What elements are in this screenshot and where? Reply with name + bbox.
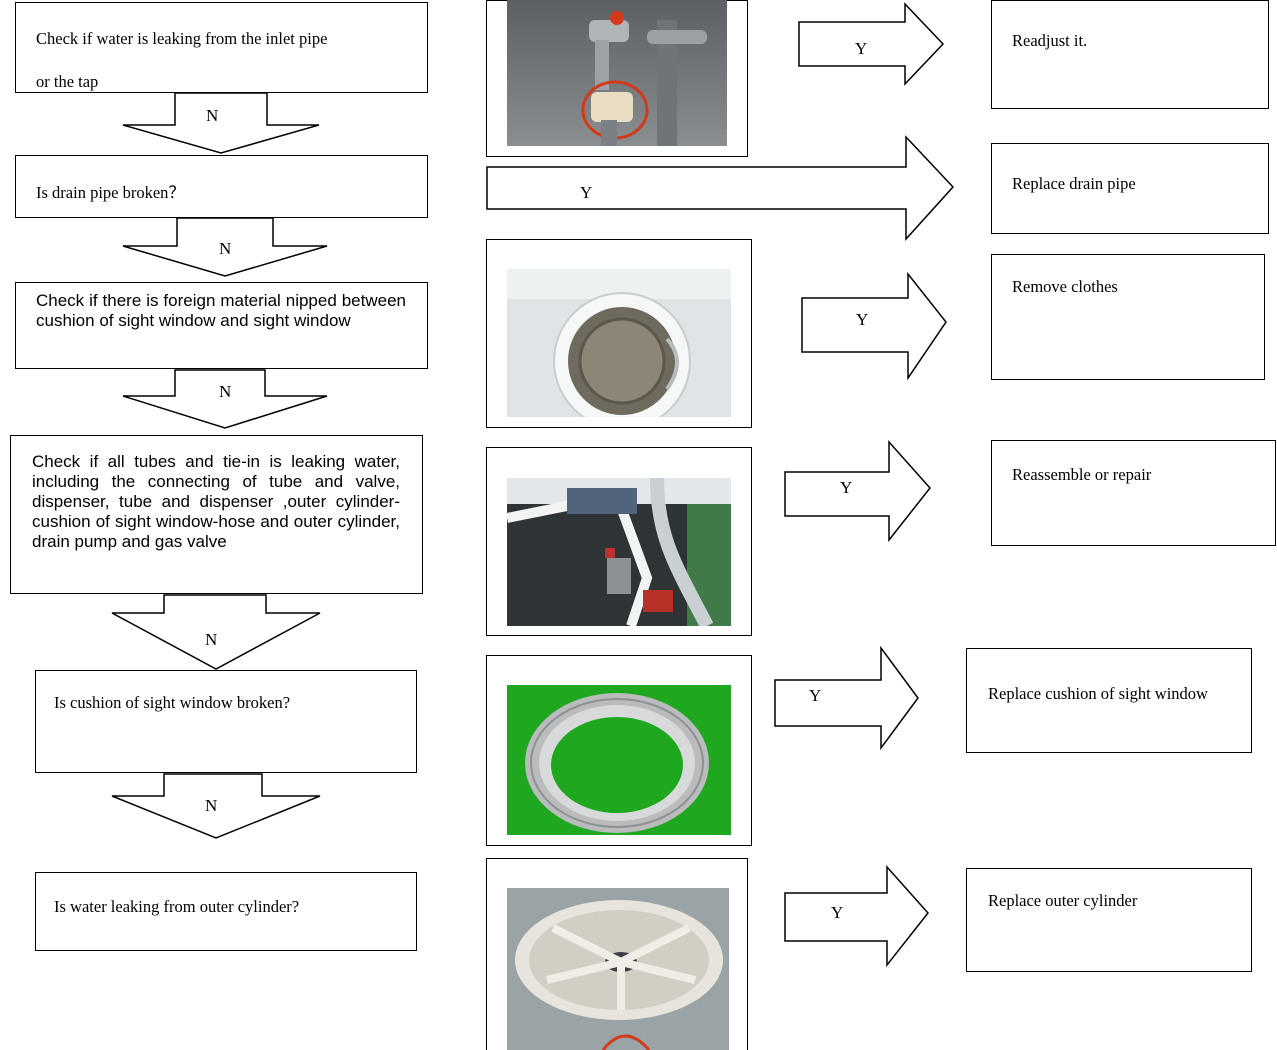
question-box-2: Is drain pipe broken？ xyxy=(15,155,428,218)
no-label-1: N xyxy=(206,106,219,125)
down-arrow-1 xyxy=(122,92,320,154)
action-text-2: Replace drain pipe xyxy=(1012,174,1136,193)
cushion-photo-frame xyxy=(486,655,752,846)
no-label-4: N xyxy=(205,630,218,649)
question-text-2: Is drain pipe broken？ xyxy=(36,183,185,202)
action-box-2: Replace drain pipe xyxy=(991,143,1269,234)
no-label-3: N xyxy=(219,382,232,401)
yes-label-3: Y xyxy=(856,310,869,329)
yes-arrow-6 xyxy=(784,865,929,968)
action-box-3: Remove clothes xyxy=(991,254,1265,380)
yes-arrow-3 xyxy=(801,271,947,381)
no-label-5: N xyxy=(205,796,218,815)
action-text-3: Remove clothes xyxy=(1012,277,1118,296)
no-label-2: N xyxy=(219,239,232,258)
yes-label-4: Y xyxy=(840,478,853,497)
yes-label-2: Y xyxy=(580,183,593,202)
question-box-4: Check if all tubes and tie-in is leaking… xyxy=(10,435,423,594)
sight-window-photo-frame xyxy=(486,239,752,428)
yes-arrow-2 xyxy=(486,135,955,241)
yes-label-6: Y xyxy=(831,903,844,922)
yes-label-5: Y xyxy=(809,686,822,705)
yes-label-1: Y xyxy=(855,39,868,58)
question-text-1: Check if water is leaking from the inlet… xyxy=(36,29,328,48)
action-box-6: Replace outer cylinder xyxy=(966,868,1252,972)
down-arrow-5 xyxy=(111,773,321,839)
outer-cylinder-photo xyxy=(507,888,729,1050)
question-text-6: Is water leaking from outer cylinder? xyxy=(54,897,300,916)
action-box-5: Replace cushion of sight window xyxy=(966,648,1252,753)
outer-cylinder-photo-frame xyxy=(486,858,748,1050)
question-text-1-cont: or the tap xyxy=(36,72,99,91)
question-box-1: Check if water is leaking from the inlet… xyxy=(15,2,428,93)
action-box-1: Readjust it. xyxy=(991,0,1269,109)
tubes-photo-frame xyxy=(486,447,752,636)
question-box-6: Is water leaking from outer cylinder? xyxy=(35,872,417,951)
down-arrow-4 xyxy=(111,594,321,670)
tubes-photo xyxy=(507,478,731,626)
question-box-5: Is cushion of sight window broken? xyxy=(35,670,417,773)
cushion-photo xyxy=(507,685,731,835)
action-text-6: Replace outer cylinder xyxy=(988,891,1138,910)
question-text-5: Is cushion of sight window broken? xyxy=(54,693,291,712)
action-text-5: Replace cushion of sight window xyxy=(988,684,1208,703)
action-text-4: Reassemble or repair xyxy=(1012,465,1152,484)
yes-arrow-5 xyxy=(774,645,919,751)
question-text-4: Check if all tubes and tie-in is leaking… xyxy=(32,452,400,551)
question-box-3: Check if there is foreign material nippe… xyxy=(15,282,428,369)
down-arrow-2 xyxy=(122,217,328,277)
question-text-3: Check if there is foreign material nippe… xyxy=(36,291,406,330)
inlet-tap-photo xyxy=(507,0,727,146)
yes-arrow-4 xyxy=(784,440,931,543)
action-box-4: Reassemble or repair xyxy=(991,440,1276,546)
action-text-1: Readjust it. xyxy=(1012,31,1088,50)
yes-arrow-1 xyxy=(798,2,945,86)
sight-window-photo xyxy=(507,269,731,417)
down-arrow-3 xyxy=(122,369,328,429)
